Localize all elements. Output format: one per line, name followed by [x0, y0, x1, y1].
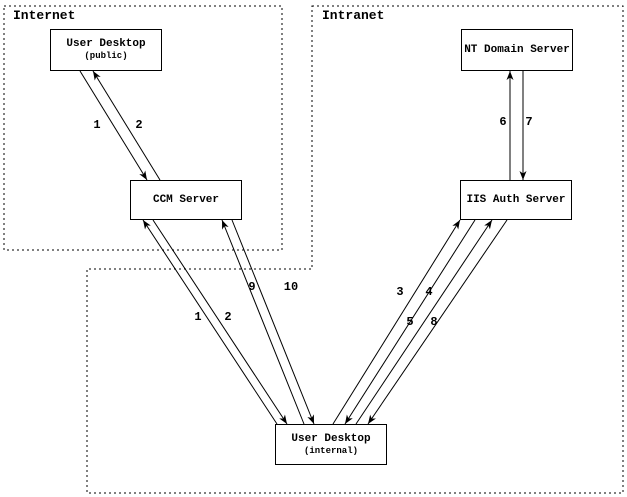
- edge-label-step1-internal-desktop-to-ccm: 1: [194, 310, 202, 324]
- edge-label-step2-ccm-to-public-desktop: 2: [135, 118, 143, 132]
- edge-label-step10-ccm-to-internal-desktop: 10: [283, 280, 299, 294]
- node-subtitle: (internal): [303, 445, 358, 456]
- node-iis-auth-server: IIS Auth Server: [460, 180, 572, 220]
- edge-line-step1-public-desktop-to-ccm: [79, 70, 148, 181]
- edge-label-step8-iis-to-internal-desktop: 8: [430, 315, 438, 329]
- node-user-desktop-internal: User Desktop (internal): [275, 424, 387, 465]
- edge-line-step3-internal-desktop-to-iis: [332, 219, 461, 425]
- zone-border-intranet: [86, 5, 624, 494]
- edge-label-step7-nt-domain-to-iis: 7: [525, 115, 533, 129]
- edge-line-step2-ccm-to-internal-desktop: [152, 219, 288, 425]
- zone-label-internet: Internet: [13, 8, 76, 23]
- node-title: User Desktop: [291, 432, 371, 445]
- edge-line-step5-internal-desktop-to-iis: [355, 219, 493, 425]
- node-user-desktop-public: User Desktop (public): [50, 29, 162, 71]
- edge-label-step5-internal-desktop-to-iis: 5: [406, 315, 414, 329]
- edge-label-step9-internal-desktop-to-ccm: 9: [248, 280, 256, 294]
- node-ccm-server: CCM Server: [130, 180, 242, 220]
- edge-label-step2-ccm-to-internal-desktop: 2: [224, 310, 232, 324]
- edge-line-step2-ccm-to-public-desktop: [92, 70, 161, 181]
- edge-line-step1-internal-desktop-to-ccm: [142, 219, 278, 425]
- node-title: CCM Server: [152, 193, 219, 206]
- node-title: NT Domain Server: [464, 43, 570, 56]
- edge-line-step10-ccm-to-internal-desktop: [231, 219, 315, 425]
- edge-label-step4-iis-to-internal-desktop: 4: [425, 285, 433, 299]
- edge-line-step9-internal-desktop-to-ccm: [221, 219, 305, 425]
- zone-label-intranet: Intranet: [322, 8, 385, 23]
- node-nt-domain-server: NT Domain Server: [461, 29, 573, 71]
- zone-border-internet: [3, 5, 283, 251]
- edge-line-step4-iis-to-internal-desktop: [344, 219, 476, 425]
- node-title: IIS Auth Server: [466, 193, 566, 206]
- edge-label-step3-internal-desktop-to-iis: 3: [396, 285, 404, 299]
- edge-label-step6-iis-to-nt-domain: 6: [499, 115, 507, 129]
- node-subtitle: (public): [84, 51, 128, 61]
- edge-label-step1-public-desktop-to-ccm: 1: [93, 118, 101, 132]
- node-title: User Desktop: [66, 38, 146, 50]
- edge-line-step8-iis-to-internal-desktop: [367, 219, 508, 425]
